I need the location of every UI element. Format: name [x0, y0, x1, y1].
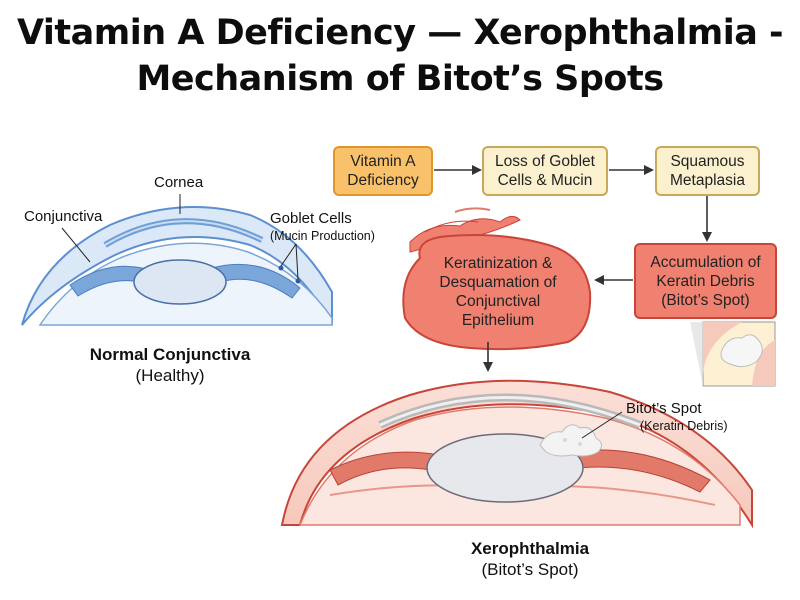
step2-line1: Loss of Goblet [495, 153, 595, 170]
conjunctiva-label: Conjunctiva [24, 208, 103, 225]
bitots-spot-label: Bitot’s Spot [626, 400, 702, 417]
step5-line2: Desquamation of [439, 274, 557, 291]
flow-step-vitamin-a-deficiency: Vitamin A Deficiency [333, 146, 433, 196]
xero-caption-main: Xerophthalmia [470, 539, 590, 558]
xero-tissue-right [569, 449, 711, 493]
keratin-debris-inset [690, 321, 776, 387]
page-title: Vitamin A Deficiency — Xerophthalmia - M… [0, 10, 800, 102]
step4-line3: (Bitot’s Spot) [661, 291, 750, 309]
normal-lens [133, 259, 227, 305]
normal-eye-illustration [21, 194, 333, 326]
flow-step-loss-of-goblet-cells: Loss of Goblet Cells & Mucin [482, 146, 608, 196]
normal-eye-caption: Normal Conjunctiva (Healthy) [60, 344, 280, 386]
step2-line2: Cells & Mucin [497, 172, 593, 189]
step1-line2: Deficiency [347, 172, 419, 189]
goblet-cells-sublabel: (Mucin Production) [270, 229, 375, 243]
step3-line1: Squamous [670, 153, 745, 170]
cornea-label: Cornea [154, 174, 204, 191]
flow-step-keratinization: Keratinization & Desquamation of Conjunc… [408, 244, 588, 340]
flow-step-squamous-metaplasia: Squamous Metaplasia [655, 146, 760, 196]
step4-line2: Keratin Debris [656, 272, 755, 290]
step5-line4: Epithelium [461, 312, 535, 329]
title-line-1: Vitamin A Deficiency — Xerophthalmia - [16, 13, 784, 53]
normal-conjunctiva-right [211, 263, 301, 299]
keratinization-blob [402, 234, 592, 351]
step4-line1: Accumulation of [650, 253, 761, 271]
xero-lens [426, 433, 584, 503]
normal-caption-main: Normal Conjunctiva [89, 345, 251, 364]
step1-line1: Vitamin A [350, 153, 416, 170]
step5-line1: Keratinization & [443, 255, 553, 272]
goblet-cell-2 [295, 278, 301, 284]
xerophthalmia-eye-illustration [280, 379, 753, 529]
normal-caption-sub: (Healthy) [135, 366, 205, 385]
step3-line2: Metaplasia [670, 172, 745, 189]
xerophthalmia-caption: Xerophthalmia (Bitot’s Spot) [420, 538, 640, 580]
title-line-2: Mechanism of Bitot’s Spots [136, 59, 664, 99]
goblet-cell-1 [278, 265, 284, 271]
flow-step-accumulation-of-keratin: Accumulation of Keratin Debris (Bitot’s … [634, 243, 777, 319]
bitots-spot-sublabel: (Keratin Debris) [640, 419, 728, 433]
bitots-spot-icon [539, 424, 602, 457]
goblet-cells-label: Goblet Cells [270, 210, 352, 227]
step5-line3: Conjunctival [455, 293, 541, 310]
xero-caption-sub: (Bitot’s Spot) [481, 560, 579, 579]
